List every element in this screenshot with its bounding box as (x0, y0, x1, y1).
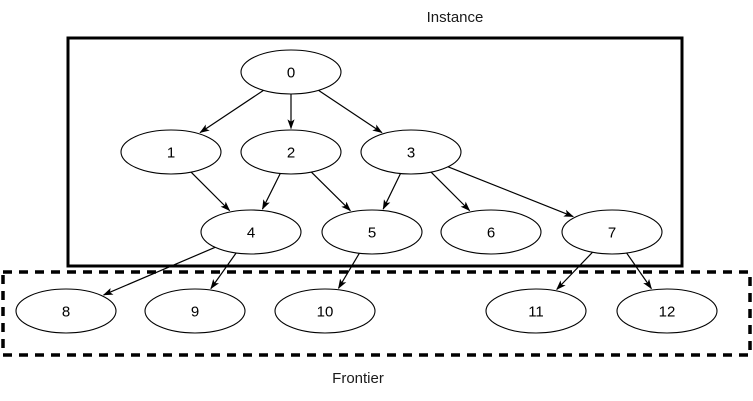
edge-3-to-7 (447, 166, 574, 218)
graph-node-2[interactable]: 2 (240, 129, 342, 175)
node-ellipse-5[interactable] (321, 209, 423, 255)
edge-7-to-12 (626, 252, 652, 290)
node-ellipse-9[interactable] (144, 288, 246, 334)
node-label-7: 7 (608, 225, 616, 242)
node-ellipse-4[interactable] (200, 209, 302, 255)
containers-layer (1, 36, 752, 357)
graph-node-1[interactable]: 1 (120, 129, 222, 175)
graph-node-12[interactable]: 12 (616, 288, 718, 334)
graph-node-3[interactable]: 3 (360, 129, 462, 175)
frontier-group-label: Frontier (332, 370, 384, 387)
graph-node-6[interactable]: 6 (440, 209, 542, 255)
graph-node-5[interactable]: 5 (321, 209, 423, 255)
node-ellipse-2[interactable] (240, 129, 342, 175)
graph-node-4[interactable]: 4 (200, 209, 302, 255)
node-label-10: 10 (317, 304, 334, 321)
node-ellipse-8[interactable] (15, 288, 117, 334)
graph-node-0[interactable]: 0 (240, 49, 342, 95)
node-ellipse-0[interactable] (240, 49, 342, 95)
node-ellipse-1[interactable] (120, 129, 222, 175)
node-ellipse-6[interactable] (440, 209, 542, 255)
node-label-4: 4 (247, 225, 255, 242)
node-label-0: 0 (287, 65, 295, 82)
node-ellipse-7[interactable] (561, 209, 663, 255)
graph-node-9[interactable]: 9 (144, 288, 246, 334)
frontier-box (1, 270, 752, 357)
edge-0-to-1 (199, 89, 264, 134)
node-label-11: 11 (528, 304, 544, 321)
node-label-12: 12 (659, 304, 676, 321)
edge-0-to-3 (318, 89, 383, 134)
edge-3-to-5 (382, 173, 402, 210)
node-label-3: 3 (407, 145, 415, 162)
edge-1-to-4 (190, 171, 231, 212)
edges-layer (102, 89, 652, 296)
node-label-1: 1 (167, 145, 175, 162)
node-label-9: 9 (191, 304, 199, 321)
instance-group-label: Instance (427, 9, 484, 26)
node-label-5: 5 (368, 225, 376, 242)
node-label-6: 6 (487, 225, 495, 242)
graph-node-7[interactable]: 7 (561, 209, 663, 255)
edge-2-to-4 (261, 173, 281, 210)
node-label-8: 8 (62, 304, 70, 321)
edge-4-to-8 (102, 246, 216, 296)
node-ellipse-10[interactable] (274, 288, 376, 334)
edge-5-to-10 (337, 252, 360, 290)
instance-box (66, 36, 684, 268)
graph-node-10[interactable]: 10 (274, 288, 376, 334)
node-ellipse-11[interactable] (485, 288, 587, 334)
edge-3-to-6 (430, 171, 471, 212)
node-label-2: 2 (287, 145, 295, 162)
edge-7-to-11 (556, 251, 593, 291)
edge-4-to-9 (210, 252, 237, 290)
node-ellipse-12[interactable] (616, 288, 718, 334)
graph-node-11[interactable]: 11 (485, 288, 587, 334)
edge-2-to-5 (310, 171, 351, 212)
node-ellipse-3[interactable] (360, 129, 462, 175)
labels-layer: Instance Frontier (332, 9, 483, 387)
graph-node-8[interactable]: 8 (15, 288, 117, 334)
